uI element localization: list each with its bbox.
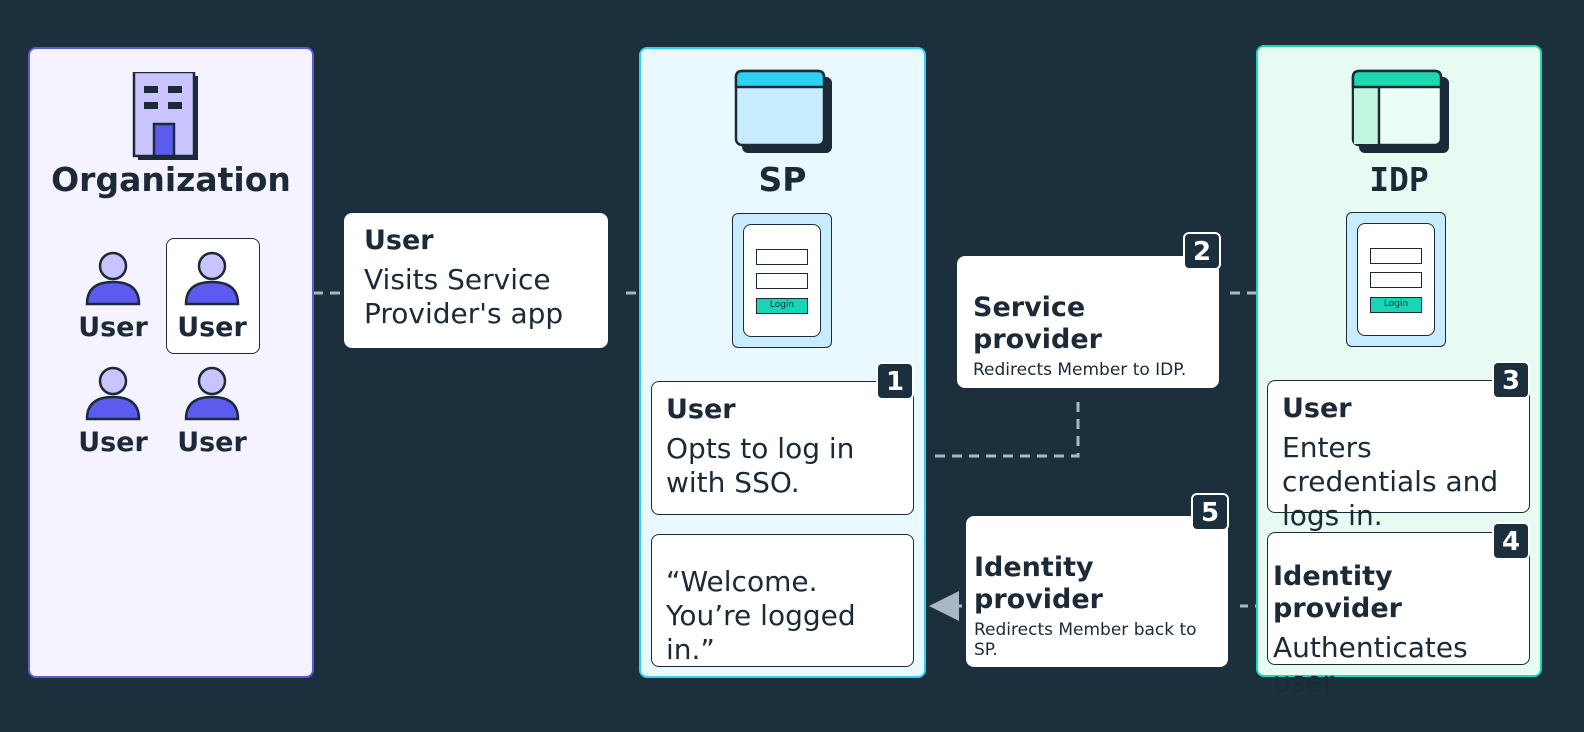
welcome-card: “Welcome. You’re logged in.” xyxy=(651,534,914,667)
step4-title: Identity provider xyxy=(1273,561,1403,624)
user-avatar-3: User xyxy=(73,365,153,458)
step2-badge: 2 xyxy=(1183,232,1221,270)
step2-body: Redirects Member to IDP. xyxy=(973,360,1187,380)
visit-card-title: User xyxy=(364,225,434,256)
idp-password-field[interactable] xyxy=(1370,272,1422,288)
step5-title: Identity provider xyxy=(974,552,1104,615)
step1-title: User xyxy=(666,394,736,425)
step4-body: Authenticates user xyxy=(1273,631,1468,698)
sp-login-screen: Login xyxy=(732,213,832,348)
step4-badge: 4 xyxy=(1492,522,1530,560)
step3-title: User xyxy=(1282,393,1352,424)
step2-card: Service provider Redirects Member to IDP… xyxy=(957,256,1219,388)
split-window-icon xyxy=(1351,69,1451,159)
person-icon xyxy=(85,251,141,306)
person-icon xyxy=(184,251,240,306)
welcome-line2: You’re logged in.” xyxy=(666,599,856,666)
step2-title: Service provider xyxy=(973,292,1103,355)
sp-login-button[interactable]: Login xyxy=(756,298,808,314)
step3-badge: 3 xyxy=(1492,361,1530,399)
step3-card: User Enters credentials and logs in. xyxy=(1267,380,1530,532)
person-icon xyxy=(85,366,141,421)
visit-card: User Visits Service Provider's app xyxy=(344,213,608,348)
organization-title: Organization xyxy=(51,160,291,199)
step1-body: Opts to log in with SSO. xyxy=(666,432,855,499)
building-icon xyxy=(132,70,202,166)
sp-password-field[interactable] xyxy=(756,273,808,289)
welcome-line1: “Welcome. xyxy=(666,565,818,598)
idp-username-field[interactable] xyxy=(1370,248,1422,264)
sp-username-field[interactable] xyxy=(756,249,808,265)
user-avatar-2[interactable]: User xyxy=(172,250,252,343)
visit-card-body: Visits Service Provider's app xyxy=(364,263,564,330)
step1-card: User Opts to log in with SSO. xyxy=(651,381,914,515)
connector-step1-to-step2 xyxy=(935,396,1080,458)
step5-card: Identity provider Redirects Member back … xyxy=(966,516,1228,667)
step5-badge: 5 xyxy=(1191,493,1229,531)
user-avatar-4: User xyxy=(172,365,252,458)
step1-badge: 1 xyxy=(876,362,914,400)
idp-title: IDP xyxy=(1369,160,1429,199)
step4-card: Identity provider Authenticates user xyxy=(1267,532,1530,698)
idp-login-screen: Login xyxy=(1346,212,1446,347)
sp-title: SP xyxy=(758,160,807,199)
user-avatar-1: User xyxy=(73,250,153,343)
person-icon xyxy=(184,366,240,421)
idp-login-button[interactable]: Login xyxy=(1370,297,1422,313)
step5-body: Redirects Member back to SP. xyxy=(974,620,1197,660)
step3-body: Enters credentials and logs in. xyxy=(1282,431,1499,532)
browser-window-icon xyxy=(734,69,834,159)
